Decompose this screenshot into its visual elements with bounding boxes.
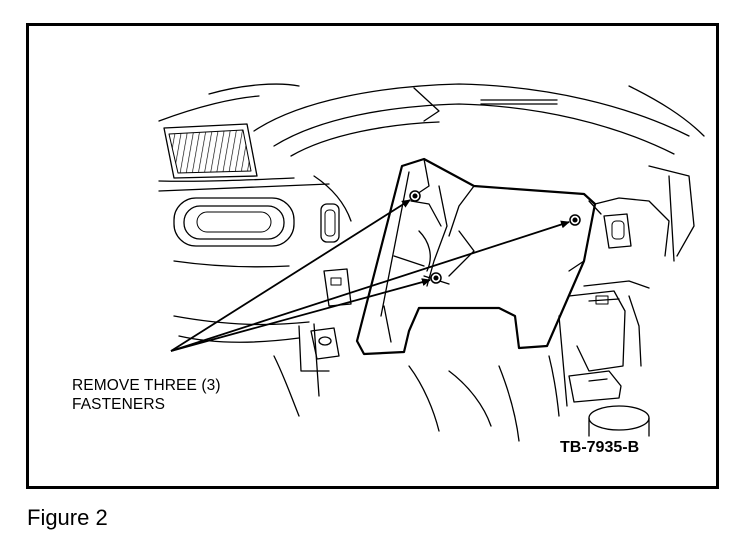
ignition-bracket [323,268,352,307]
figure-frame: REMOVE THREE (3) FASTENERS TB-7935-B [26,23,719,489]
arrow-to-right-fastener [170,220,570,352]
air-vent-left [163,123,258,179]
arrow-to-middle-fastener [170,278,431,352]
fastener-upper-left [409,190,421,202]
reference-code: TB-7935-B [560,439,640,456]
steering-wheel-rim [253,83,705,157]
fastener-right [569,214,581,226]
lower-left-bracket [310,327,340,360]
pedal-cylinder [588,405,650,437]
arrow-to-upper-fastener [170,199,411,352]
callout-arrows [170,199,570,352]
steering-column-shroud [355,157,597,356]
callout-line-2: FASTENERS [72,396,166,413]
right-lower-bracket [558,290,642,407]
headlamp-switch [173,197,295,247]
fastener-middle [430,272,442,284]
fastener-callout: REMOVE THREE (3) FASTENERS [72,376,221,414]
callout-line-1: REMOVE THREE (3) [72,377,221,394]
right-switch-area [583,197,670,289]
figure-caption: Figure 2 [27,505,108,530]
dashboard-illustration [158,83,705,442]
fastener-markers [409,190,581,284]
